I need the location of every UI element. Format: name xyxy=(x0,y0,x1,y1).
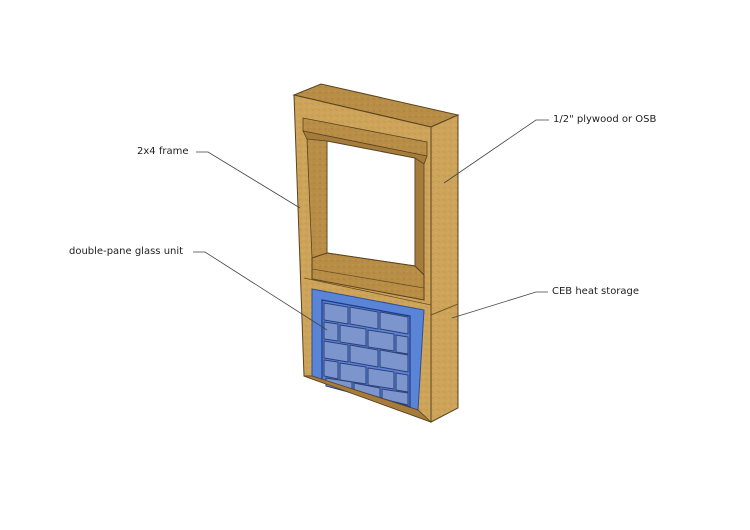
ceb-brick-wall xyxy=(323,302,409,406)
label-double-pane-glass-unit: double-pane glass unit xyxy=(69,246,184,257)
label-plywood-or-osb: 1/2" plywood or OSB xyxy=(553,114,657,125)
middle-sill xyxy=(311,252,425,301)
label-2x4-frame: 2x4 frame xyxy=(137,146,189,157)
leader-glass xyxy=(193,251,328,331)
right-jamb xyxy=(414,157,425,276)
label-ceb-heat-storage: CEB heat storage xyxy=(552,286,640,297)
leader-ceb xyxy=(451,291,548,319)
plywood-side-panel xyxy=(430,114,459,423)
leader-lines xyxy=(193,119,549,331)
glass-outline xyxy=(321,299,411,408)
leader-frame xyxy=(196,151,301,209)
window-opening xyxy=(326,140,416,267)
bottom-rail xyxy=(303,375,432,423)
leader-plywood xyxy=(443,119,549,184)
